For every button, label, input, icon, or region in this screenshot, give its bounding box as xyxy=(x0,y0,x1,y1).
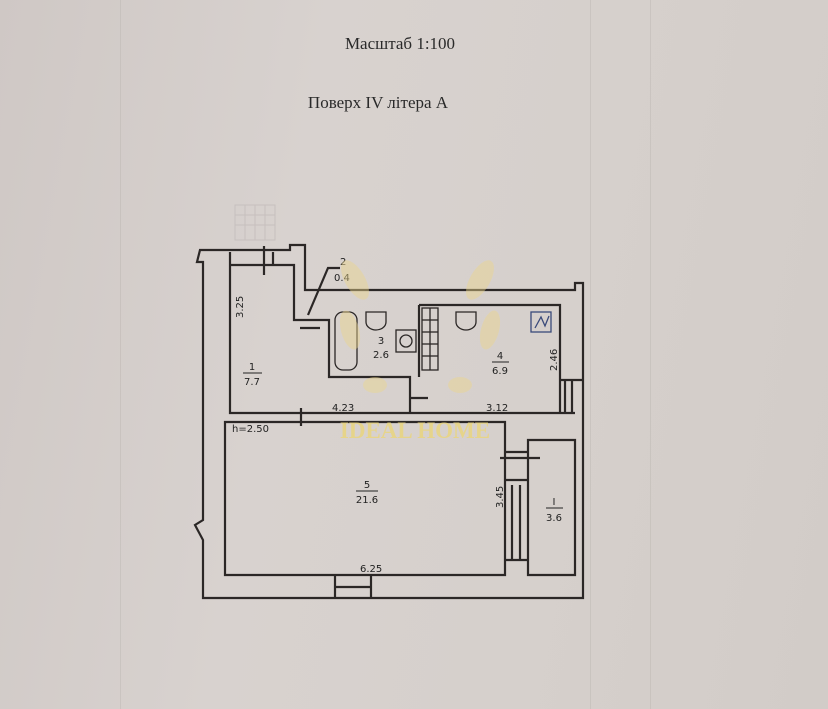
svg-text:3: 3 xyxy=(378,336,384,347)
svg-text:3.45: 3.45 xyxy=(495,486,506,508)
svg-text:6.9: 6.9 xyxy=(492,366,508,377)
svg-text:21.6: 21.6 xyxy=(356,495,378,506)
svg-text:2.46: 2.46 xyxy=(549,349,560,371)
svg-text:3.6: 3.6 xyxy=(546,513,562,524)
svg-text:h=2.50: h=2.50 xyxy=(232,424,269,435)
svg-text:3.12: 3.12 xyxy=(486,403,508,414)
paper-grid-line xyxy=(590,0,591,709)
svg-text:4.23: 4.23 xyxy=(332,403,354,414)
svg-text:4: 4 xyxy=(497,351,503,362)
svg-text:5: 5 xyxy=(364,480,370,491)
svg-text:I: I xyxy=(553,497,556,508)
room-labels: 1 7.7 2 0.4 3 2.6 4 6.9 5 21.6 I 3.6 h=2… xyxy=(232,257,563,524)
walls xyxy=(193,243,585,600)
svg-text:0.4: 0.4 xyxy=(334,273,350,284)
bathroom-fixtures xyxy=(334,307,552,371)
scale-label: Масштаб 1:100 xyxy=(344,34,456,53)
svg-text:7.7: 7.7 xyxy=(244,377,260,388)
svg-text:3.25: 3.25 xyxy=(235,296,246,318)
watermark-text: IDEAL HOME xyxy=(340,418,490,443)
stamp-mark xyxy=(234,204,276,241)
svg-text:2: 2 xyxy=(340,257,346,268)
watermark-logo xyxy=(339,260,501,393)
paper-grid-line xyxy=(650,0,651,709)
svg-text:1: 1 xyxy=(249,362,255,373)
svg-text:6.25: 6.25 xyxy=(360,564,382,575)
paper-grid-line xyxy=(120,0,121,709)
floor-label: Поверх IV літера А xyxy=(307,93,449,112)
svg-text:2.6: 2.6 xyxy=(373,350,389,361)
dimension-labels: 3.25 4.23 3.12 2.46 3.45 6.25 xyxy=(235,296,560,575)
